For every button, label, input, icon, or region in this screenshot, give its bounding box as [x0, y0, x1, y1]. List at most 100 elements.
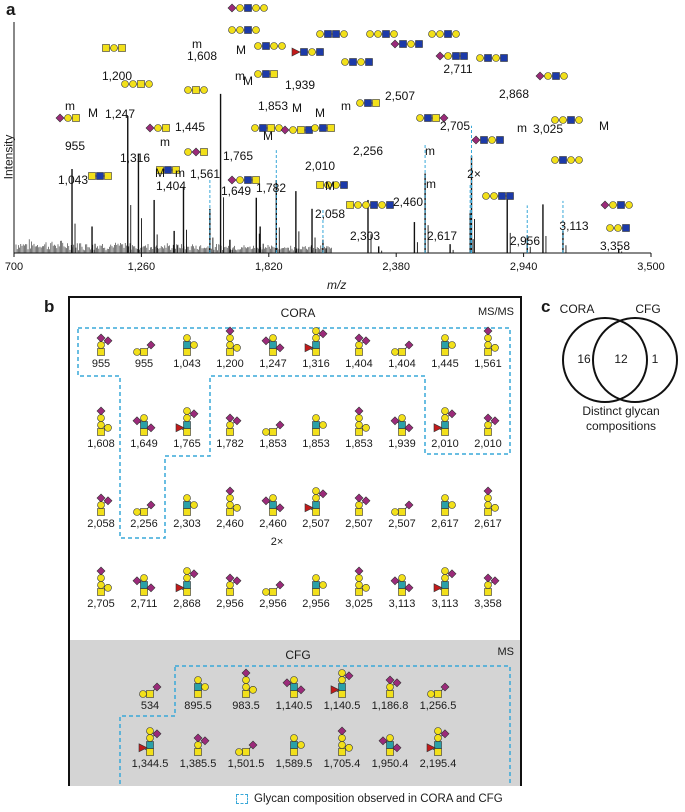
galactose-circle — [260, 4, 268, 12]
glycan-structure — [476, 54, 508, 62]
galnac-square — [355, 348, 363, 356]
galactose-circle — [183, 334, 191, 342]
glycan-structure — [121, 80, 153, 88]
glcnac-square — [300, 48, 308, 56]
galnac-square — [194, 690, 202, 698]
galactose-circle — [312, 327, 320, 335]
peak-label: 1,939 — [285, 78, 315, 92]
galactose-circle — [448, 501, 456, 509]
galactose-circle — [441, 407, 449, 415]
galactose-circle — [338, 741, 346, 749]
galactose-circle — [386, 683, 394, 691]
galactose-circle — [184, 86, 192, 94]
structure-annotation: M — [88, 106, 98, 120]
glycan-structure — [483, 413, 500, 436]
glcnac-square — [183, 421, 191, 429]
galactose-circle — [194, 741, 202, 749]
sialic-acid-diamond — [535, 71, 545, 81]
galactose-circle — [121, 80, 129, 88]
galnac-square — [97, 348, 105, 356]
sialic-acid-diamond — [354, 406, 364, 416]
galactose-circle — [97, 341, 105, 349]
glycan-structure — [96, 406, 112, 436]
galactose-circle — [183, 494, 191, 502]
galnac-square — [270, 70, 278, 78]
cfg-mass-label: 1,589.5 — [275, 758, 313, 770]
glycan-structure — [311, 124, 335, 132]
sialic-acid-diamond — [390, 39, 400, 49]
peak-label: 955 — [65, 139, 85, 153]
spectrum-dashed-guides — [209, 125, 564, 253]
structure-annotation: m — [65, 99, 75, 113]
galnac-square — [242, 748, 250, 756]
galactose-circle — [345, 743, 353, 752]
glcnac-square — [500, 54, 508, 62]
galactose-circle — [316, 30, 324, 38]
galnac-square — [290, 748, 298, 756]
galnac-square — [312, 348, 320, 356]
galnac-square — [140, 428, 148, 436]
galnac-square — [355, 508, 363, 516]
glcnac-square — [312, 581, 320, 589]
cora-mass-label: 3,113 — [388, 598, 416, 610]
galactose-circle — [183, 414, 191, 422]
galnac-square — [484, 508, 492, 516]
galnac-square — [146, 748, 154, 756]
cora-mass-label: 955 — [91, 358, 111, 370]
sialic-acid-diamond — [378, 736, 388, 746]
y-axis-label: Intensity — [1, 134, 16, 180]
structure-annotation: m — [517, 121, 527, 135]
cfg-section-title: CFG — [285, 648, 311, 662]
sialic-acid-diamond — [318, 489, 328, 499]
galactose-circle — [560, 72, 568, 80]
galnac-square — [102, 44, 110, 52]
glycan-structure — [606, 224, 630, 232]
glycan-structure — [304, 487, 328, 516]
spectrum-glycan-cartoons — [55, 3, 633, 232]
glcnac-square — [506, 192, 514, 200]
galactose-circle — [490, 192, 498, 200]
cfg-mass-label: 895.5 — [184, 700, 212, 712]
sialic-acid-diamond — [227, 3, 237, 13]
cora-mass-label: 2,303 — [173, 518, 201, 530]
glycan-structure — [312, 414, 327, 436]
glycan-structure — [183, 494, 198, 516]
cora-mass-label: 1,782 — [216, 438, 244, 450]
glycan-structure — [427, 682, 450, 698]
glycan-structure — [304, 327, 328, 356]
sialic-acid-diamond — [146, 500, 156, 510]
galnac-square — [140, 348, 148, 356]
glycan-structure — [435, 51, 468, 61]
peak-label: 1,608 — [187, 49, 217, 63]
sialic-acid-diamond — [404, 500, 414, 510]
glycan-structure — [356, 99, 380, 107]
cora-mass-label: 1,939 — [388, 438, 416, 450]
galnac-square — [338, 690, 346, 698]
panel-b-letter: b — [44, 297, 55, 316]
glycan-structure — [471, 135, 504, 145]
peak-label: 1,649 — [221, 184, 251, 198]
galnac-square — [327, 124, 335, 132]
cora-mass-label: 1,608 — [87, 438, 115, 450]
glycan-structure — [96, 333, 113, 356]
cora-mass-label: 1,649 — [130, 438, 158, 450]
galnac-square — [252, 176, 260, 184]
cfg-mass-label: 1,501.5 — [227, 758, 265, 770]
glcnac-square — [316, 48, 324, 56]
galnac-square — [434, 748, 442, 756]
galactose-circle — [308, 48, 316, 56]
galnac-square — [316, 181, 324, 189]
glcnac-square — [324, 30, 332, 38]
galactose-circle — [242, 683, 250, 691]
galnac-square — [137, 80, 145, 88]
glycan-structure — [346, 201, 394, 209]
sialic-acid-diamond — [354, 333, 364, 343]
cfg-mass-label: 534 — [140, 700, 160, 712]
peak-label: 2,303 — [350, 229, 380, 243]
cora-mass-label: 1,404 — [345, 358, 373, 370]
sialic-acid-diamond — [439, 113, 449, 123]
glycan-structure — [183, 334, 198, 356]
glcnac-square — [332, 30, 340, 38]
glycan-structure — [261, 334, 285, 356]
galnac-square — [183, 428, 191, 436]
